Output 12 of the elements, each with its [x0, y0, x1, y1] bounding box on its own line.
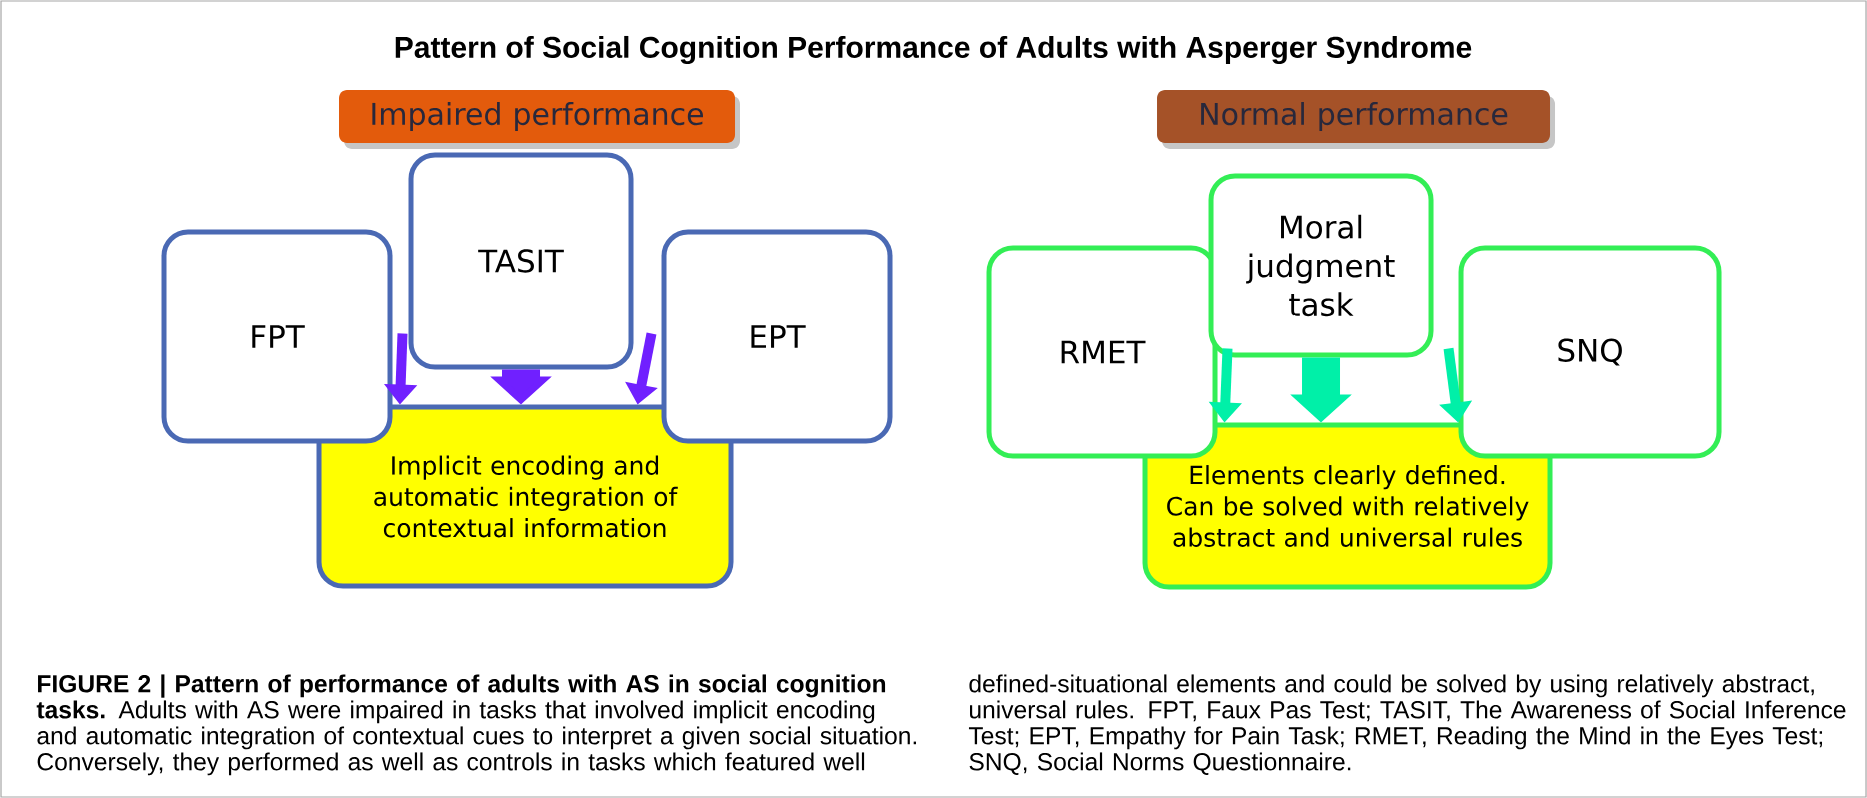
banner-label: Impaired performance: [339, 90, 740, 149]
task-box: RMET: [986, 245, 1218, 459]
result-box: Elements clearly defined. Can be solved with relatively abstract and universal rules: [1142, 422, 1553, 590]
title-text: Pattern of Social Cognition Performance of Adults with Asperger Syndrome: [395, 35, 1472, 65]
task-box: Moral judgment task: [1208, 173, 1434, 358]
caption-text: FIGURE 2 | Pattern of performance of adults with AS in social cognition tasks. Adults with AS were impaired in tasks that involved implicit encoding and automatic integration of contextual cues to interpret a given social situation. Conversely, they performed as well as controls in tasks which featured well defined-situational elements and could be solved by using relatively abstract, universal rules. FPT, Faux Pas Test; TASIT, The Awareness of Social Inference Test; EPT, Empathy for Pain Task; RMET, Reading the Mind in the Eyes Test; SNQ, Social Norms Questionnaire.: [36, 674, 1846, 776]
task-box: FPT: [161, 229, 393, 444]
task-box: EPT: [661, 229, 893, 444]
result-box: Implicit encoding and automatic integration of contextual information: [316, 404, 734, 589]
banner-label: Normal performance: [1157, 90, 1555, 149]
task-box: TASIT: [408, 152, 634, 370]
task-box: SNQ: [1458, 245, 1722, 459]
